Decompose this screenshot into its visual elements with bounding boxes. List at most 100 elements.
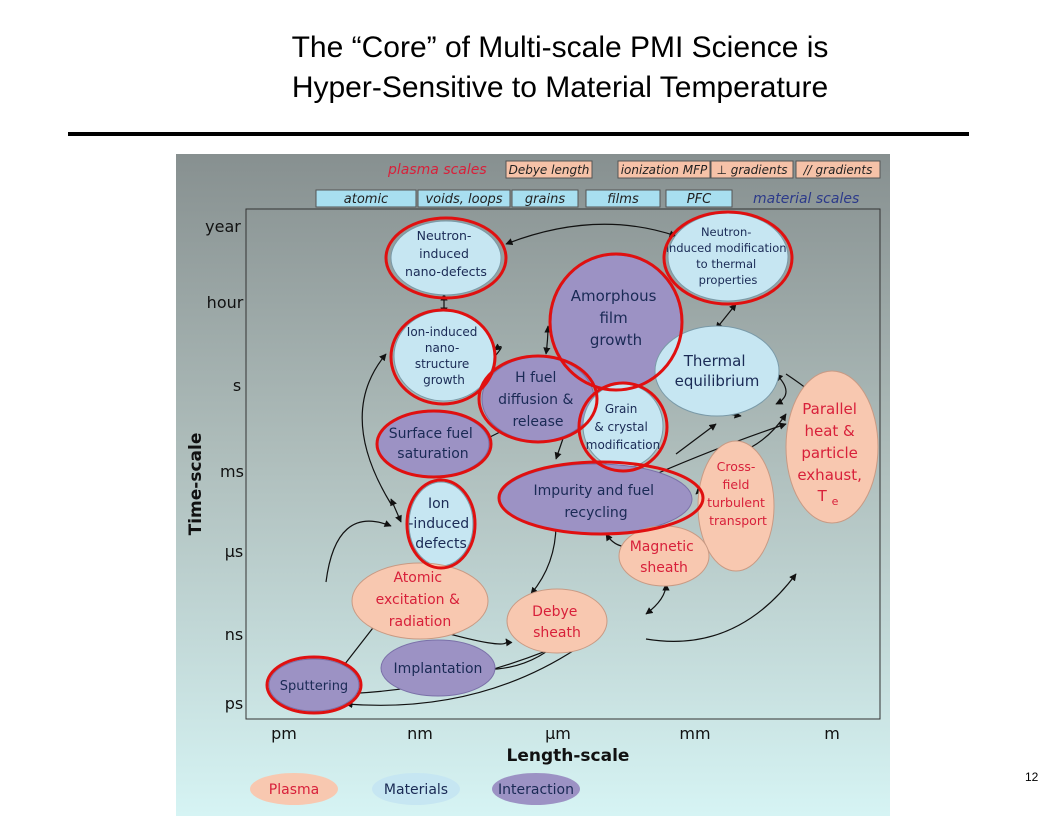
- grain-line1: Grain: [605, 402, 638, 416]
- x-axis-title: Length-scale: [507, 746, 630, 766]
- neutron-thermal-line2: induced modification: [666, 241, 787, 255]
- ion-nano-line2: nano-: [425, 341, 459, 355]
- y-tick-hour: hour: [207, 293, 244, 312]
- thermal-eq-line1: Thermal: [683, 352, 746, 370]
- node-magnetic-sheath: Magnetic sheath: [618, 525, 710, 587]
- material-scale-box-atomic: [315, 189, 417, 208]
- y-tick-year: year: [205, 217, 241, 236]
- plasma-scale-debye-label: Debye length: [509, 163, 590, 177]
- highlight-neutron-nano: [384, 216, 508, 300]
- grain-line3: modification: [586, 438, 660, 452]
- amorphous-line2: film: [599, 309, 627, 327]
- highlight-grain: [577, 381, 669, 473]
- ion-nano-line4: growth: [423, 373, 465, 387]
- svg-text:Implantation: Implantation: [394, 661, 483, 677]
- legend-materials-swatch: [372, 773, 460, 805]
- svg-text:Amorphous film gro: Amorphous film growth: [571, 287, 662, 349]
- svg-text:Debye sheath: Debye sheath: [532, 604, 582, 641]
- plasma-scale-box-debye: [505, 160, 593, 179]
- y-tick-s: s: [233, 376, 241, 395]
- legend-interaction-label: Interaction: [498, 782, 574, 798]
- plasma-scale-box-perp: [710, 160, 794, 179]
- highlight-ion-nano: [389, 308, 497, 406]
- surface-fuel-line1: Surface fuel: [389, 426, 473, 442]
- svg-text:Neutron- induced modific: Neutron- induced modification to thermal…: [666, 225, 790, 287]
- amorphous-line1: Amorphous: [571, 287, 657, 305]
- highlight-neutron-thermal: [662, 210, 794, 306]
- slide-title: The “Core” of Multi-scale PMI Science is…: [120, 28, 1000, 108]
- svg-text:Thermal equilibrium: Thermal equilibrium: [675, 352, 760, 390]
- surface-fuel-line2: saturation: [397, 446, 468, 462]
- node-ion-nano-structure: Ion-induced nano- structure growth: [393, 310, 495, 402]
- y-tick-us: μs: [225, 542, 244, 561]
- neutron-thermal-line4: properties: [699, 273, 758, 287]
- node-implantation: Implantation: [380, 639, 496, 697]
- svg-text:Grain & crystal mo: Grain & crystal modification: [586, 402, 660, 452]
- plasma-scale-box-par: [795, 160, 881, 179]
- ion-defects-line3: defects: [415, 536, 467, 552]
- x-tick-um: μm: [545, 724, 571, 743]
- node-grain-crystal: Grain & crystal modification: [582, 383, 664, 469]
- node-parallel-heat: Parallel heat & particle exhaust, T e: [785, 370, 879, 524]
- h-fuel-line2: diffusion &: [498, 392, 573, 408]
- plasma-scales-label: plasma scales: [387, 162, 487, 178]
- x-tick-pm: pm: [271, 724, 297, 743]
- svg-text:Neutron- induced n: Neutron- induced nano-defects: [405, 228, 487, 279]
- highlight-amorphous: [548, 252, 684, 392]
- parallel-heat-line2: heat &: [804, 422, 855, 440]
- title-rule: [68, 132, 969, 136]
- highlight-h-fuel: [477, 354, 599, 444]
- highlight-ion-defects: [405, 478, 477, 570]
- svg-text:Magnetic sheath: Magnetic sheath: [630, 539, 699, 576]
- atomic-line1: Atomic: [393, 570, 442, 586]
- atomic-line2: excitation &: [376, 592, 460, 608]
- ion-defects-line1: Ion: [428, 496, 450, 512]
- plasma-scales-header: plasma scales Debye length ionization MF…: [387, 160, 881, 179]
- debye-line1: Debye: [532, 604, 577, 620]
- material-scales-label: material scales: [753, 191, 859, 207]
- parallel-heat-subscript: e: [832, 495, 839, 508]
- svg-text:Atomic excitation &: Atomic excitation & radiation: [376, 570, 465, 630]
- material-scale-box-grains: [511, 189, 579, 208]
- legend-plasma-label: Plasma: [269, 782, 319, 798]
- svg-text:Ion -induced defec: Ion -induced defects: [408, 496, 473, 552]
- svg-text:H fuel diffusion &: H fuel diffusion & release: [498, 370, 578, 430]
- node-h-fuel-diffusion: H fuel diffusion & release: [481, 356, 595, 442]
- material-scale-box-voids: [417, 189, 511, 208]
- node-atomic-excitation: Atomic excitation & radiation: [351, 562, 489, 640]
- plasma-scale-par-label: // gradients: [803, 163, 873, 177]
- node-surface-fuel-saturation: Surface fuel saturation: [376, 411, 490, 477]
- material-scale-films-label: films: [607, 192, 639, 207]
- magnetic-line2: sheath: [640, 560, 688, 576]
- title-line-1: The “Core” of Multi-scale PMI Science is: [291, 31, 829, 64]
- parallel-heat-line4: exhaust,: [797, 466, 862, 484]
- node-cross-field-transport: Cross- field turbulent transport: [697, 440, 775, 572]
- title-line-2: Hyper-Sensitive to Material Temperature: [291, 71, 829, 104]
- svg-text:Surface fuel saturation: Surface fuel saturation: [389, 426, 478, 462]
- amorphous-line3: growth: [590, 331, 642, 349]
- svg-text:Parallel heat & pa: Parallel heat & particle exhaust, T e: [797, 400, 866, 508]
- legend: Plasma Materials Interaction: [250, 773, 580, 805]
- x-tick-m: m: [824, 724, 840, 743]
- neutron-nano-line2: induced: [419, 246, 469, 261]
- node-ion-induced-defects: Ion -induced defects: [408, 481, 474, 567]
- implantation-line1: Implantation: [394, 661, 483, 677]
- cross-field-line1: Cross-: [717, 459, 756, 474]
- thermal-eq-line2: equilibrium: [675, 372, 760, 390]
- ion-nano-line1: Ion-induced: [407, 325, 478, 339]
- ion-defects-line2: -induced: [408, 516, 469, 532]
- highlight-sputtering: [265, 655, 363, 715]
- parallel-heat-line1: Parallel: [802, 400, 857, 418]
- cross-field-line4: transport: [709, 513, 767, 528]
- material-scale-voids-label: voids, loops: [425, 192, 502, 207]
- y-tick-ms: ms: [220, 462, 244, 481]
- node-amorphous-film-growth: Amorphous film growth: [550, 254, 682, 390]
- sputtering-line1: Sputtering: [280, 679, 348, 694]
- impurity-line1: Impurity and fuel: [534, 483, 655, 499]
- cross-field-line3: turbulent: [707, 495, 765, 510]
- y-tick-ns: ns: [225, 625, 243, 644]
- x-axis: pm nm μm mm m Length-scale: [271, 724, 840, 766]
- node-neutron-thermal: Neutron- induced modification to thermal…: [666, 212, 790, 302]
- atomic-line3: radiation: [389, 614, 452, 630]
- plasma-scale-box-mfp: [617, 160, 711, 179]
